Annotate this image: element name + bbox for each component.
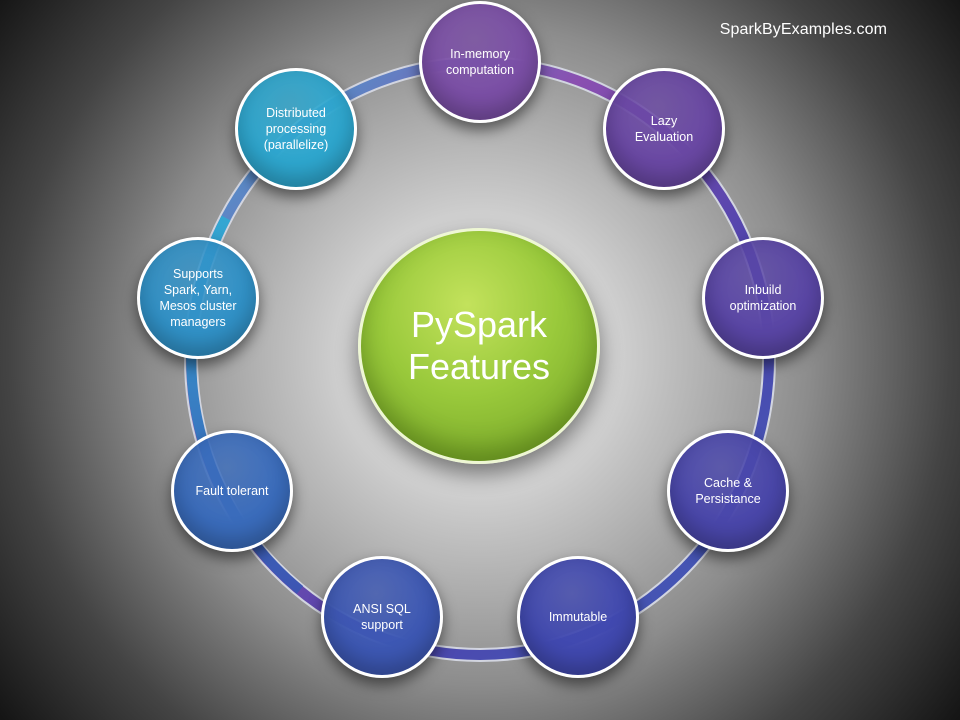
feature-label: Distributed processing (parallelize) [263,106,329,152]
feature-node-distributed-processing: Distributed processing (parallelize) [235,68,357,190]
feature-node-inbuild-optimization: Inbuild optimization [702,237,824,359]
feature-node-in-memory-computation: In-memory computation [419,1,541,123]
feature-label: Inbuild optimization [729,283,797,313]
feature-label: ANSI SQL support [353,602,411,632]
feature-node-lazy-evaluation: Lazy Evaluation [603,68,725,190]
watermark-text: SparkByExamples.com [719,21,887,38]
center-circle: PySpark Features [358,228,600,464]
feature-label: Supports Spark, Yarn, Mesos cluster mana… [159,267,237,329]
feature-label: In-memory computation [445,47,515,77]
feature-node-ansi-sql-support: ANSI SQL support [321,556,443,678]
feature-label: Immutable [548,610,608,624]
center-title: PySpark Features [407,304,551,387]
feature-label: Cache & Persistance [695,476,761,506]
feature-node-cache-persistance: Cache & Persistance [667,430,789,552]
feature-node-cluster-managers: Supports Spark, Yarn, Mesos cluster mana… [137,237,259,359]
feature-label: Fault tolerant [195,484,269,498]
feature-node-fault-tolerant: Fault tolerant [171,430,293,552]
feature-label: Lazy Evaluation [634,114,694,144]
feature-node-immutable: Immutable [517,556,639,678]
